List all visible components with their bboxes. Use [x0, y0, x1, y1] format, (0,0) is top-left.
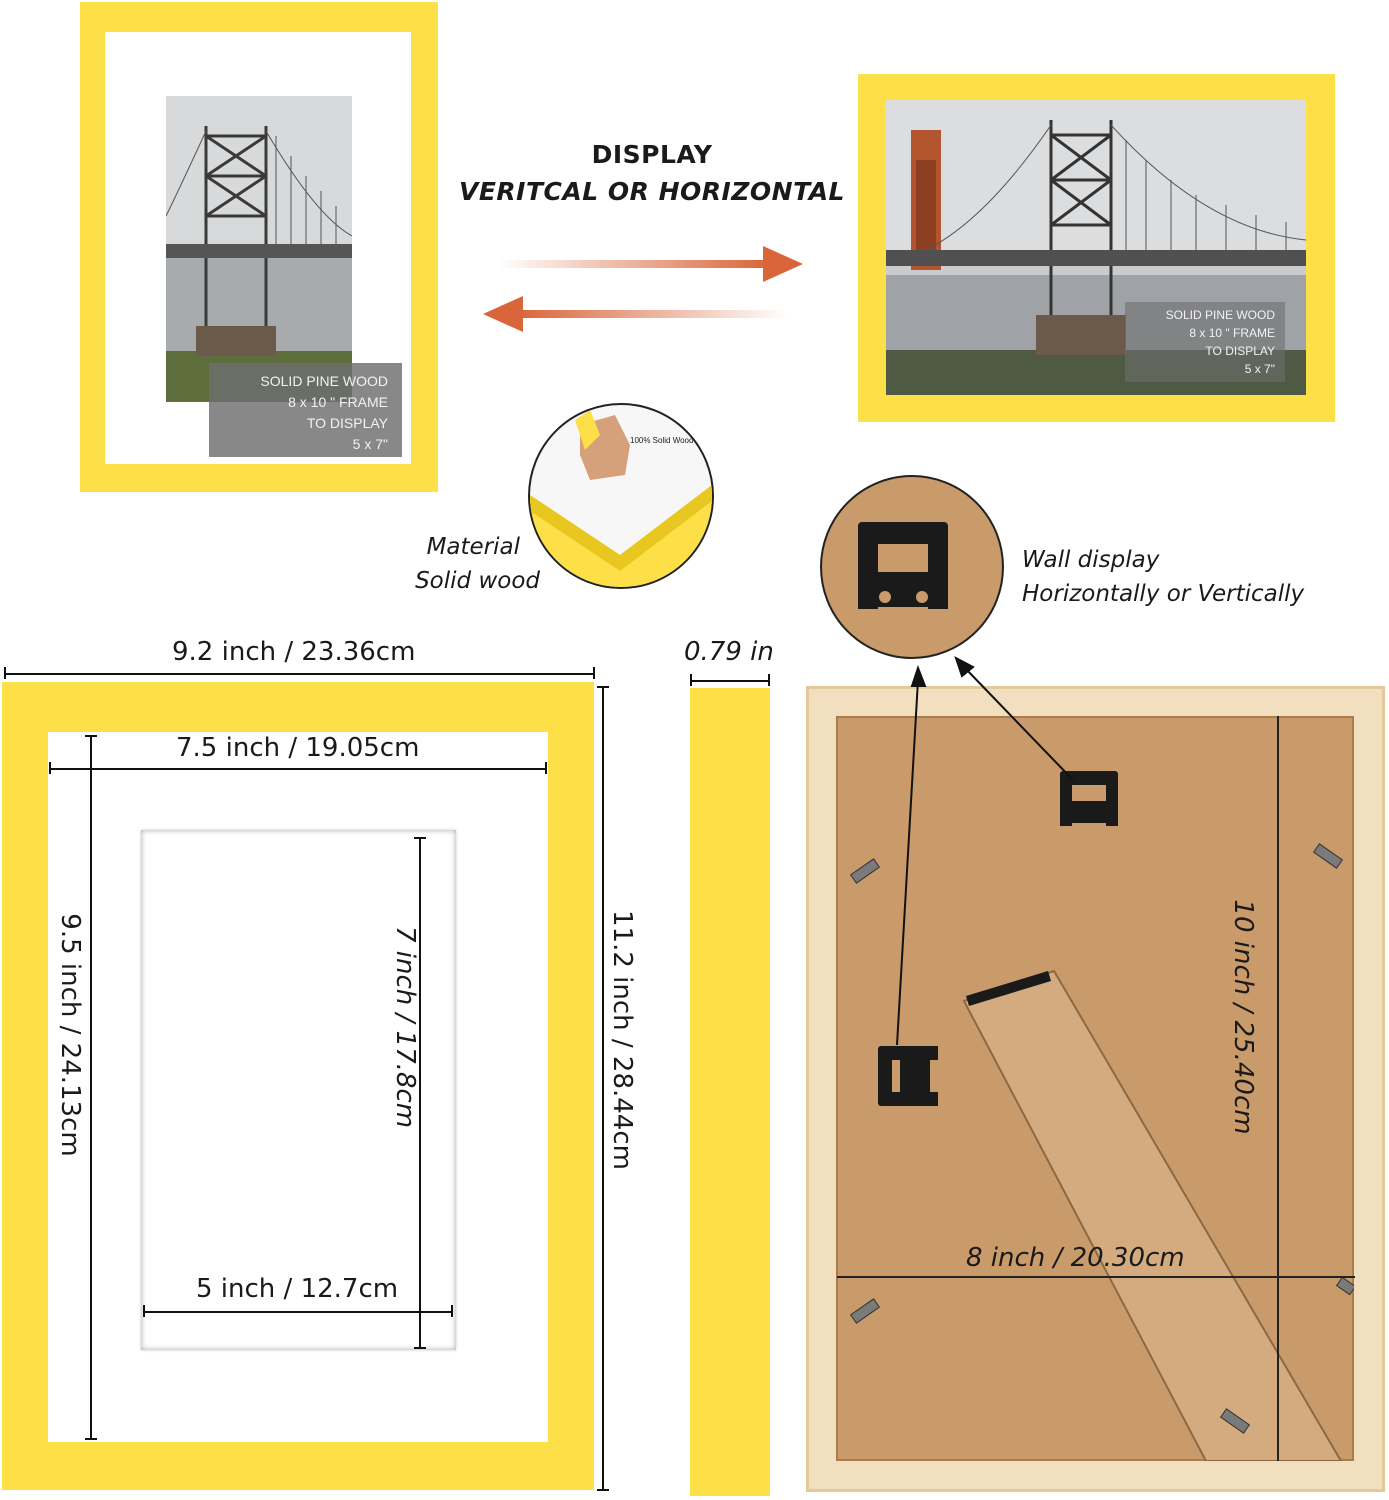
frame-side-profile	[690, 688, 770, 1496]
hanger-closeup	[820, 475, 1004, 659]
display-heading: DISPLAY VERITCAL OR HORIZONTAL	[452, 140, 852, 206]
outer-width-cap-right	[593, 667, 595, 679]
material-label-line-1: Material	[426, 534, 520, 560]
wall-display-label: Wall display Horizontally or Vertically	[1022, 543, 1382, 611]
material-closeup: 100% Solid Wood	[528, 403, 714, 589]
orientation-arrows	[483, 246, 803, 332]
back-height-line	[1277, 716, 1279, 1461]
top-hanger-icon	[1060, 771, 1118, 826]
back-height-label: 10 inch / 25.40cm	[1228, 899, 1258, 1135]
solid-wood-stamp: 100% Solid Wood	[630, 436, 693, 445]
material-label: Material Solid wood	[380, 530, 540, 598]
opening-width-cap-right	[451, 1305, 453, 1317]
vertical-bridge-photo	[166, 96, 352, 402]
opening-width-label: 5 inch / 12.7cm	[196, 1274, 399, 1304]
outer-width-line	[4, 673, 595, 675]
caption-line-2: 8 x 10 " FRAME	[288, 394, 388, 410]
side-hanger-icon	[878, 1046, 938, 1106]
depth-label: 0.79 in	[684, 637, 774, 667]
mat-height-line	[90, 735, 92, 1440]
outer-height-line	[602, 686, 604, 1491]
arrow-right-icon	[498, 246, 803, 282]
horizontal-caption: SOLID PINE WOOD 8 x 10 " FRAME TO DISPLA…	[1125, 302, 1285, 382]
sawtooth-hanger-icon	[858, 522, 948, 609]
wall-display-line-1: Wall display	[1022, 547, 1160, 573]
outer-width-cap-left	[4, 667, 6, 679]
mat-height-label: 9.5 inch / 24.13cm	[55, 913, 85, 1157]
opening-width-line	[143, 1311, 453, 1313]
depth-line	[690, 680, 770, 682]
display-heading-line-1: DISPLAY	[591, 140, 713, 169]
caption-line-3: TO DISPLAY	[306, 415, 388, 431]
back-width-line	[837, 1276, 1355, 1278]
opening-height-line	[419, 837, 421, 1349]
depth-cap-left	[690, 674, 692, 686]
outer-height-label: 11.2 inch / 28.44cm	[607, 910, 637, 1170]
opening-height-cap-top	[414, 837, 426, 839]
depth-cap-right	[768, 674, 770, 686]
frame-back	[806, 686, 1385, 1492]
caption-line-4: 5 x 7"	[352, 436, 388, 452]
mat-width-cap-right	[545, 762, 547, 774]
caption-line-1: SOLID PINE WOOD	[260, 373, 388, 389]
caption-line-2: 8 x 10 " FRAME	[1189, 326, 1275, 340]
caption-line-1: SOLID PINE WOOD	[1165, 308, 1275, 322]
caption-line-4: 5 x 7"	[1244, 362, 1275, 376]
mat-width-label: 7.5 inch / 19.05cm	[176, 733, 420, 763]
display-heading-line-2: VERITCAL OR HORIZONTAL	[459, 177, 845, 206]
material-label-line-2: Solid wood	[415, 568, 540, 594]
back-width-label: 8 inch / 20.30cm	[966, 1243, 1185, 1273]
arrow-left-icon	[483, 296, 788, 332]
outer-height-cap-bottom	[597, 1489, 609, 1491]
wall-display-line-2: Horizontally or Vertically	[1022, 581, 1305, 607]
hanger-pointer-arrows	[896, 655, 1074, 1046]
mat-height-cap-bottom	[85, 1438, 97, 1440]
outer-height-cap-top	[597, 686, 609, 688]
mat-width-cap-left	[49, 762, 51, 774]
opening-width-cap-left	[143, 1305, 145, 1317]
outer-width-label: 9.2 inch / 23.36cm	[172, 637, 416, 667]
backing-board	[836, 716, 1354, 1461]
turn-clip-icons	[849, 843, 1354, 1434]
caption-line-3: TO DISPLAY	[1205, 344, 1275, 358]
mat-width-line	[49, 768, 547, 770]
mat-height-cap-top	[85, 735, 97, 737]
photo-opening	[141, 830, 456, 1350]
opening-height-label: 7 inch / 17.8cm	[390, 925, 420, 1129]
opening-height-cap-bottom	[414, 1347, 426, 1349]
vertical-caption: SOLID PINE WOOD 8 x 10 " FRAME TO DISPLA…	[209, 363, 402, 457]
horizontal-bridge-photo	[886, 100, 1306, 395]
